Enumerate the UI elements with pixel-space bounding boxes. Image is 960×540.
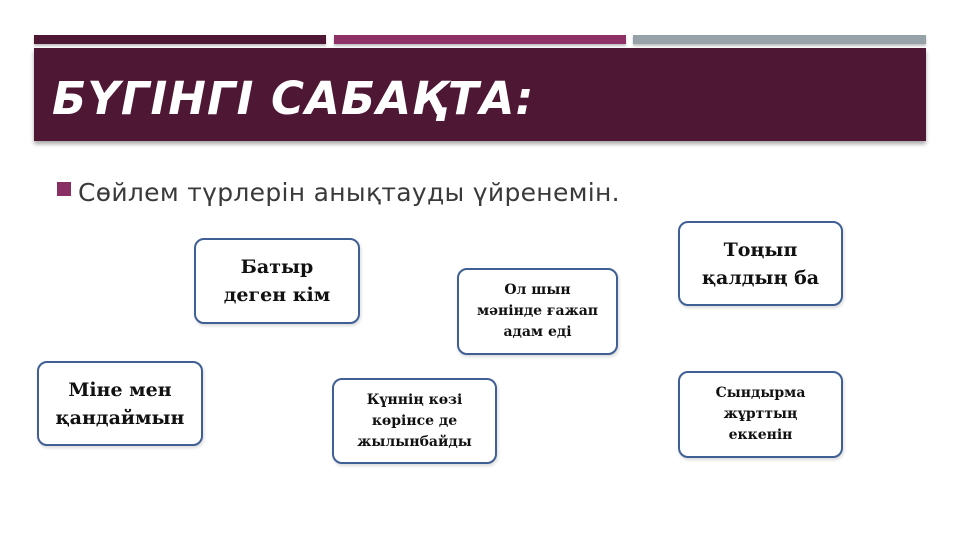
card-line: Күннің көзі [366,391,463,408]
sentence-card-4[interactable]: Міне мен қандаймын [37,361,203,446]
card-line: деген кім [223,284,331,306]
card-line: Батыр [240,256,314,278]
objective-text: Сөйлем түрлерін анықтауды үйренемін. [78,177,620,207]
sentence-card-1[interactable]: Батыр деген кім [194,238,360,324]
card-line: қалдың ба [701,266,820,289]
sentence-card-5[interactable]: Күннің көзі көрінсе де жылынбайды [332,378,497,464]
square-bullet-icon [57,182,71,196]
card-line: Сындырма [715,385,806,401]
sentence-card-3[interactable]: Тоңып қалдың ба [678,221,843,306]
sentence-card-2[interactable]: Ол шын мәнінде ғажап адам еді [457,268,618,355]
card-line: еккенін [728,427,793,443]
card-line: Ол шын [504,282,571,298]
card-line: мәнінде ғажап [476,303,599,319]
slide-title: БҮГІНГІ САБАҚТА: [52,72,535,125]
title-banner: БҮГІНГІ САБАҚТА: [34,48,926,141]
accent-bar-dark [34,35,326,44]
card-line: көрінсе де [371,412,458,429]
card-line: Тоңып [723,238,798,261]
accent-bar-pink [334,35,626,44]
accent-bar-gray [633,35,926,44]
card-line: Міне мен [68,378,172,401]
card-line: қандаймын [55,406,185,429]
card-line: жұрттың [723,406,798,422]
card-line: жылынбайды [357,433,472,450]
sentence-card-6[interactable]: Сындырма жұрттың еккенін [678,371,843,458]
card-line: адам еді [503,324,572,340]
objective-bullet: Сөйлем түрлерін анықтауды үйренемін. [57,172,620,212]
